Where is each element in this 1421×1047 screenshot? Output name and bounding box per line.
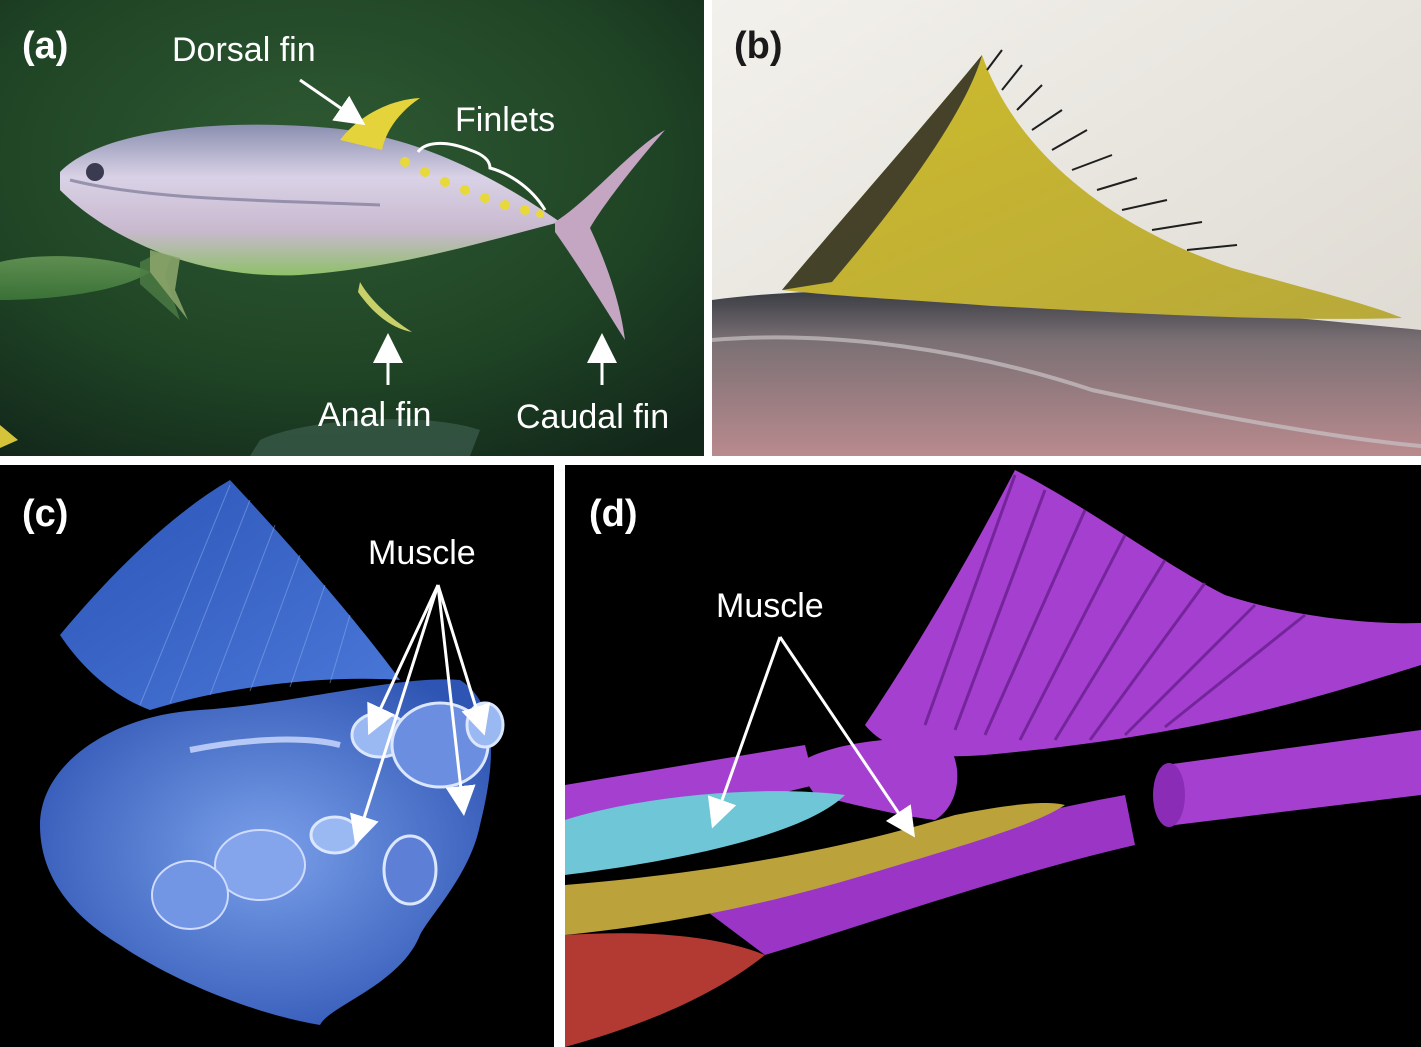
- caudal-fin-shape: [555, 130, 665, 340]
- panel-d-3d-render: (d) Muscle: [565, 465, 1421, 1047]
- annotation-muscle-d: Muscle: [716, 587, 824, 625]
- annotation-dorsal-fin: Dorsal fin: [172, 31, 316, 69]
- ct-fin: [60, 480, 400, 710]
- panel-a-underwater-photo: (a) Dorsal fin Finlets Anal fin Caudal f…: [0, 0, 704, 456]
- purple-tube-lower: [685, 795, 1135, 955]
- panel-label-d: (d): [589, 493, 638, 535]
- annotation-finlets: Finlets: [455, 101, 556, 139]
- tuna-photo: [0, 0, 704, 456]
- annotation-caudal-fin: Caudal fin: [516, 398, 670, 436]
- red-muscle: [565, 933, 765, 1047]
- tuna-eye: [86, 163, 104, 181]
- purple-tube-right: [1165, 730, 1421, 825]
- dorsal-fin-photo: [712, 0, 1421, 456]
- annotation-anal-fin: Anal fin: [318, 396, 432, 434]
- panel-c-ct-scan: (c) Muscle: [0, 465, 554, 1047]
- annotation-muscle-c: Muscle: [368, 534, 476, 572]
- fish-flesh: [712, 291, 1421, 456]
- panel-label-a: (a): [22, 25, 69, 67]
- panel-b-fin-photo: (b): [712, 0, 1421, 456]
- panel-label-c: (c): [22, 493, 69, 535]
- muscle-region: [309, 815, 361, 855]
- panel-label-b: (b): [734, 25, 783, 67]
- muscle-region: [465, 701, 505, 749]
- dorsal-fin-shape: [340, 98, 420, 150]
- fin-ray-tips: [986, 49, 1238, 251]
- gold-muscle: [565, 803, 1065, 935]
- background-fish: [0, 256, 150, 300]
- segmentation-render: [565, 470, 1421, 1047]
- fin-rays-purple: [865, 470, 1421, 757]
